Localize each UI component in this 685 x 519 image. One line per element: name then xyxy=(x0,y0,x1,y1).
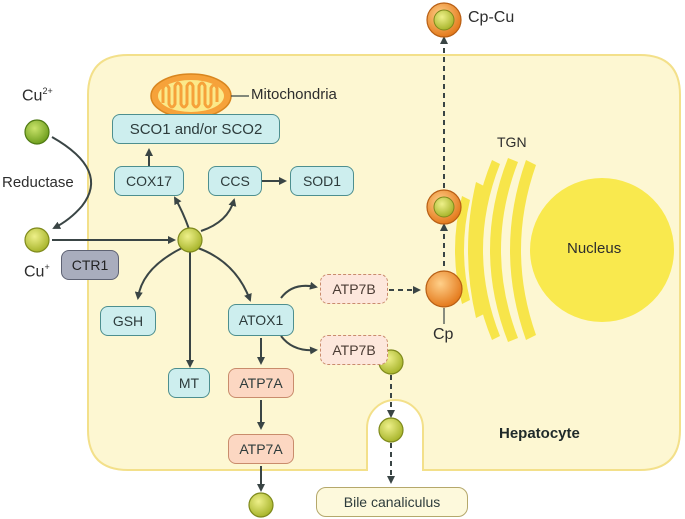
cox17-box: COX17 xyxy=(114,166,184,196)
exported-copper-atom xyxy=(248,492,274,518)
hepatocyte-cell xyxy=(87,54,681,471)
atp7a-bottom-box: ATP7A xyxy=(228,434,294,464)
cp-cu-secreted-inner xyxy=(433,9,455,31)
atox1-box: ATOX1 xyxy=(228,304,294,336)
atp7b-bottom-box: ATP7B xyxy=(320,335,388,365)
cu2-atom xyxy=(24,119,50,145)
dashed-transport-arrows xyxy=(387,36,448,484)
cp-cu-label: Cp-Cu xyxy=(468,9,515,26)
nucleus-label: Nucleus xyxy=(567,240,622,257)
mitochondria-label: Mitochondria xyxy=(251,86,337,103)
pathway-arrows xyxy=(51,136,318,492)
mt-box: MT xyxy=(168,368,210,398)
hepatocyte-label: Hepatocyte xyxy=(499,425,580,442)
cu2-label: Cu2+ xyxy=(22,86,53,105)
cu1-label: Cu+ xyxy=(24,262,50,281)
ccs-box: CCS xyxy=(208,166,262,196)
tgn-label: TGN xyxy=(497,134,527,150)
atp7b-top-box: ATP7B xyxy=(320,274,388,304)
cytosolic-copper-atom xyxy=(177,227,203,253)
reductase-label: Reductase xyxy=(2,174,74,191)
cu1-atom xyxy=(24,227,50,253)
sod1-box: SOD1 xyxy=(290,166,354,196)
atp7a-top-box: ATP7A xyxy=(228,368,294,398)
gsh-box: GSH xyxy=(100,306,156,336)
cp-sphere xyxy=(425,270,463,308)
ctr1-transporter: CTR1 xyxy=(61,250,119,280)
tgn-structure xyxy=(455,158,536,342)
bile-canaliculus-box: Bile canaliculus xyxy=(316,487,468,517)
cp-label: Cp xyxy=(433,326,454,343)
sco-box: SCO1 and/or SCO2 xyxy=(112,114,280,144)
nucleus-circle xyxy=(530,178,674,322)
mitochondrion xyxy=(150,73,232,119)
bile-copper-atom xyxy=(378,417,404,443)
cp-cu-vesicle-inner xyxy=(433,196,455,218)
